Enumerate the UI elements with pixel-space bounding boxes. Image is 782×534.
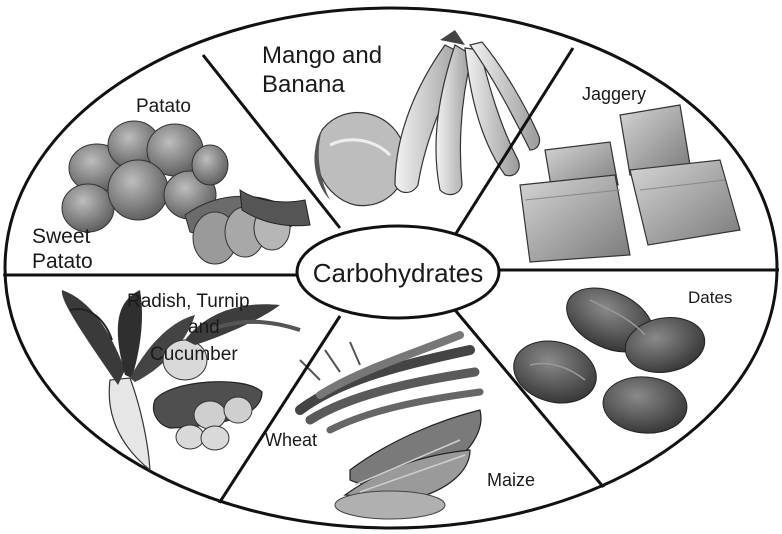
label-radish-2: and bbox=[188, 317, 220, 338]
label-mango-banana-1: Mango and bbox=[262, 42, 382, 69]
center-label: Carbohydrates bbox=[313, 258, 484, 288]
label-maize: Maize bbox=[487, 470, 535, 490]
label-potato: Patato bbox=[136, 96, 191, 117]
label-sweet-potato-1: Sweet bbox=[32, 225, 91, 248]
label-mango-banana-2: Banana bbox=[262, 71, 345, 98]
label-dates: Dates bbox=[688, 288, 732, 307]
label-sweet-potato-2: Patato bbox=[32, 250, 93, 273]
label-radish-3: Cucumber bbox=[150, 344, 238, 365]
label-wheat: Wheat bbox=[265, 430, 317, 450]
label-radish-1: Radish, Turnip bbox=[127, 291, 250, 312]
label-jaggery: Jaggery bbox=[582, 84, 646, 104]
